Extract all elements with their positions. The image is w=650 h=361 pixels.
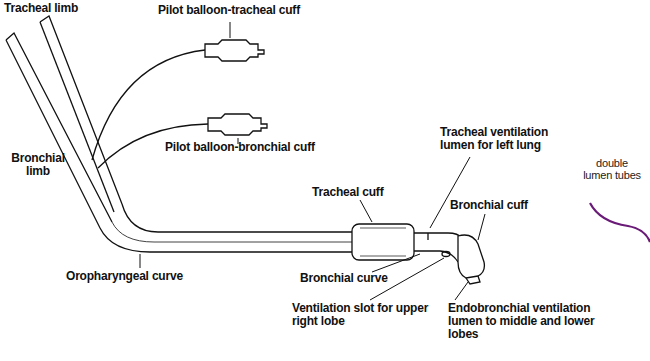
- part-label: Bronchial curve: [300, 272, 420, 285]
- bronchial-cuff: [458, 235, 484, 278]
- bronchial-limb: [6, 40, 100, 228]
- bronchial-tip: [466, 276, 480, 284]
- leader-line: [140, 254, 141, 268]
- leader-line: [372, 254, 420, 272]
- leader-line: [230, 22, 231, 38]
- part-label: Bronchial cuff: [450, 199, 550, 212]
- part-label: Oropharyngeal curve: [66, 270, 216, 283]
- leader-line: [478, 214, 485, 240]
- side-note: double lumen tubes: [582, 157, 642, 181]
- leader-lines: [140, 22, 485, 300]
- pilot-balloon: [208, 114, 267, 135]
- tracheal-lumen-opening: [427, 233, 428, 240]
- tracheal-limb: [40, 22, 114, 212]
- tube-distal: [414, 251, 458, 262]
- part-label: Pilot balloon-bronchial cuff: [165, 141, 355, 154]
- part-label: Tracheal ventilation lumen for left lung: [440, 126, 570, 152]
- tracheal-cuff: [352, 224, 414, 260]
- part-label: Tracheal limb: [4, 2, 114, 15]
- tube-shaft: [122, 204, 352, 232]
- leader-line: [360, 200, 372, 222]
- part-label: Endobronchial ventilation lumen to middl…: [448, 302, 598, 341]
- part-label: Ventilation slot for upper right lobe: [292, 302, 444, 328]
- bronchial-limb: [6, 33, 112, 222]
- double-lumen-tube: [6, 16, 484, 284]
- upper-lobe-slot: [442, 252, 450, 257]
- bracket-curve: [590, 203, 650, 242]
- tracheal-cuff: [360, 228, 406, 256]
- lumen-divider: [112, 222, 352, 242]
- leader-line: [455, 282, 468, 300]
- leader-line: [430, 157, 470, 228]
- pilot-balloon: [205, 40, 264, 61]
- part-label: Bronchial limb: [6, 152, 70, 178]
- part-label: Pilot balloon-tracheal cuff: [158, 4, 348, 17]
- tube-distal: [414, 233, 462, 238]
- part-label: Tracheal cuff: [312, 186, 412, 199]
- tracheal-limb: [40, 16, 122, 204]
